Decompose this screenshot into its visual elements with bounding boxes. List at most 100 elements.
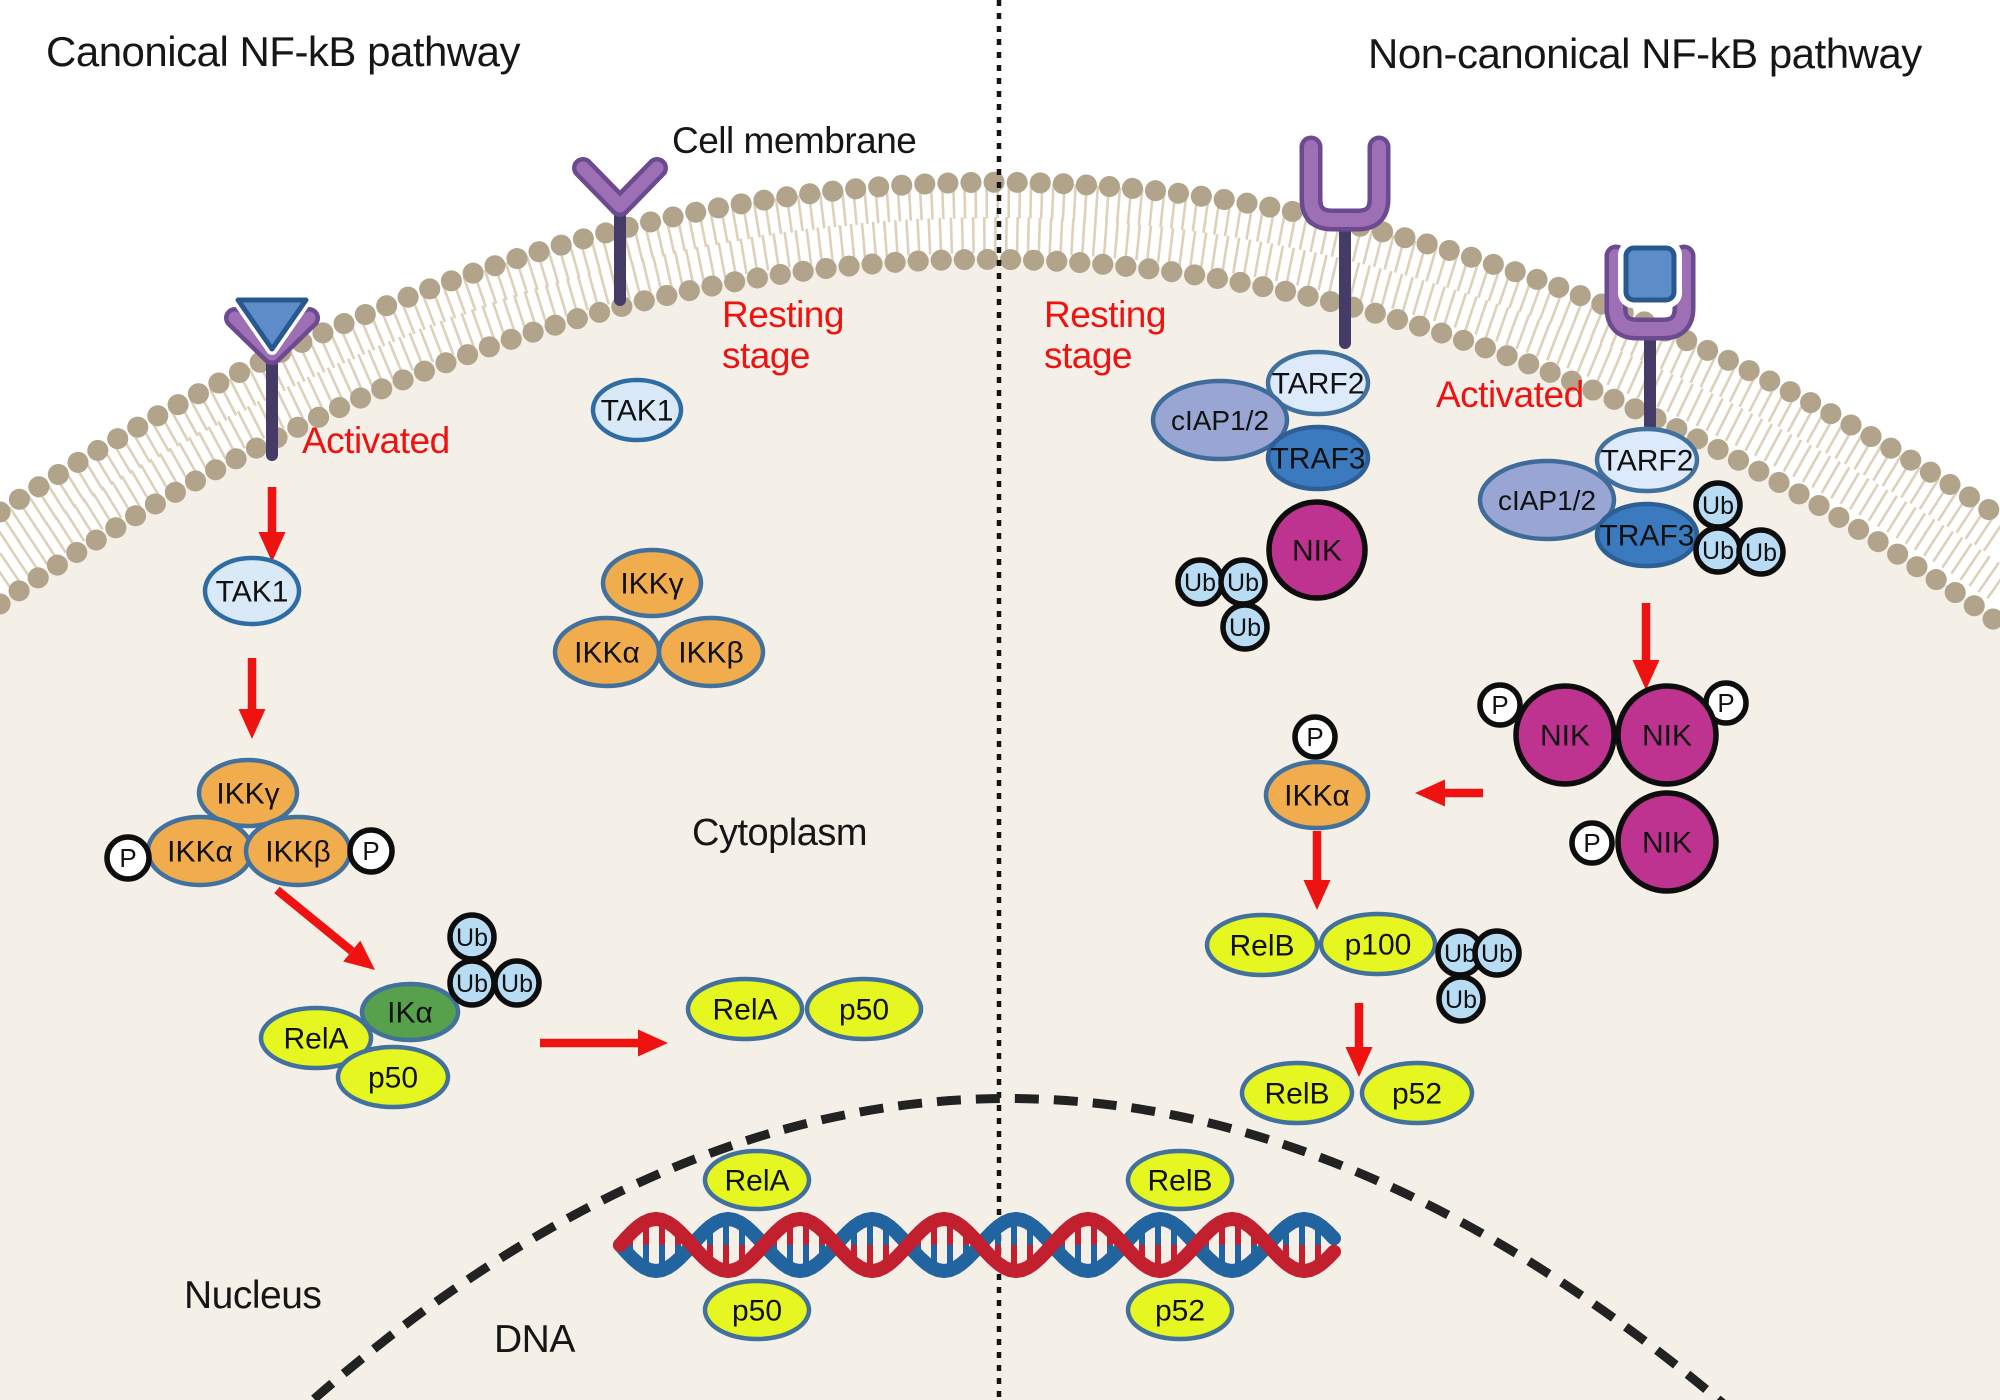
molecule-shape [359, 981, 461, 1043]
receptor-cup [1304, 140, 1386, 227]
molecule-shape [1263, 759, 1371, 831]
molecule-ub: Ub [447, 912, 497, 962]
arrow-head [1345, 1047, 1373, 1077]
molecule-p52: p52 [1125, 1278, 1235, 1342]
molecule-ub: Ub [447, 958, 497, 1008]
molecule-shape [1436, 974, 1486, 1024]
molecule-shape [685, 976, 805, 1042]
molecule-label: RelB [1229, 930, 1294, 963]
molecule-shape [702, 1148, 812, 1212]
molecule-ub: Ub [1436, 974, 1486, 1024]
cell-interior [0, 255, 2000, 1400]
molecule-nik: NIK [1266, 499, 1368, 601]
molecule-shape [656, 615, 766, 689]
molecule-shape [1513, 683, 1617, 787]
receptor-cup [1299, 135, 1391, 232]
molecule-label: TAK1 [601, 395, 674, 428]
molecule-label: Ub [1184, 569, 1216, 597]
signal-arrow [1345, 1003, 1373, 1077]
molecule-label: Ub [456, 924, 488, 952]
molecule-traf3: TRAF3 [1265, 424, 1371, 492]
molecule-label: p50 [368, 1062, 418, 1095]
molecule-label: NIK [1292, 535, 1342, 568]
molecule-shape [1220, 602, 1270, 652]
molecule-label: NIK [1642, 720, 1692, 753]
molecule-shape [104, 834, 152, 882]
receptor-resting-left [572, 157, 668, 306]
receptor-activated-right [1604, 240, 1696, 431]
molecule-shape [1318, 911, 1438, 977]
cytoplasm-label: Cytoplasm [692, 812, 868, 854]
molecule-p: P [1477, 682, 1523, 728]
molecule-shape [1239, 1060, 1355, 1126]
molecule-p52: p52 [1359, 1060, 1475, 1126]
molecule-label: NIK [1642, 827, 1692, 860]
molecule-shape [258, 1005, 374, 1071]
molecule-label: RelA [724, 1165, 789, 1198]
molecule-label: P [1306, 722, 1323, 752]
molecule-shape [1204, 912, 1320, 978]
molecule-rela: RelA [685, 976, 805, 1042]
molecule-ikk_alpha: IKKα [145, 814, 255, 888]
molecule-label: TRAF3 [1270, 443, 1365, 476]
molecule-shape [1359, 1060, 1475, 1126]
arrow-head [238, 709, 266, 739]
molecule-label: P [1717, 688, 1734, 718]
molecule-ciap12: cIAP1/2 [1150, 378, 1290, 462]
molecule-relb: RelB [1204, 912, 1320, 978]
molecule-ik_alpha: IKα [359, 981, 461, 1043]
signal-arrow [274, 886, 375, 970]
signal-arrow [238, 658, 266, 739]
molecule-label: p100 [1345, 929, 1412, 962]
non-canonical-title: Non-canonical NF-kB pathway [1368, 30, 1922, 77]
molecule-p: P [104, 834, 152, 882]
molecule-ub: Ub [1693, 525, 1743, 575]
molecule-label: TARF2 [1272, 368, 1365, 401]
dna-label: DNA [494, 1318, 575, 1361]
molecule-label: cIAP1/2 [1498, 485, 1596, 516]
molecule-tak1: TAK1 [590, 377, 684, 443]
molecule-label: TRAF3 [1599, 520, 1694, 553]
molecule-label: Ub [1227, 569, 1259, 597]
signal-arrow [1632, 603, 1660, 690]
molecule-label: Ub [1445, 986, 1477, 1014]
molecule-label: TARF2 [1601, 445, 1694, 478]
membrane-inner-heads [0, 249, 2000, 635]
activated-label-right: Activated [1436, 374, 1584, 415]
molecule-nik: NIK [1513, 683, 1617, 787]
molecule-relb: RelB [1239, 1060, 1355, 1126]
molecule-label: P [362, 836, 379, 866]
molecule-label: Ub [1229, 614, 1261, 642]
molecule-label: Ub [1702, 537, 1734, 565]
molecule-ub: Ub [1218, 557, 1268, 607]
molecule-rela: RelA [258, 1005, 374, 1071]
molecule-ikk_beta: IKKβ [656, 615, 766, 689]
molecule-label: NIK [1540, 720, 1590, 753]
ligand-square-icon [1623, 245, 1677, 303]
molecule-ikk_alpha: IKKα [1263, 759, 1371, 831]
molecule-label: IKKγ [216, 778, 279, 811]
molecule-ikk_alpha: IKKα [552, 615, 662, 689]
molecule-shape [1615, 683, 1719, 787]
molecule-ub: Ub [1175, 557, 1225, 607]
signal-arrow [1415, 779, 1483, 807]
arrow-head [638, 1029, 668, 1057]
molecule-shape [1594, 426, 1700, 494]
molecule-shape [1477, 682, 1523, 728]
cell-membrane-label: Cell membrane [672, 120, 917, 161]
molecule-tarf2: TARF2 [1594, 426, 1700, 494]
activated-label-left: Activated [302, 420, 450, 461]
nucleus-label: Nucleus [184, 1274, 322, 1317]
molecule-label: IKKα [167, 836, 233, 869]
molecule-shape [1477, 458, 1617, 542]
molecule-shape [1265, 349, 1371, 417]
molecule-shape [600, 547, 704, 619]
molecule-label: IKKβ [265, 836, 331, 869]
molecule-label: RelA [283, 1023, 348, 1056]
arrow-head [1632, 660, 1660, 690]
molecule-ub: Ub [1220, 602, 1270, 652]
molecule-shape [1472, 928, 1522, 978]
molecule-nik: NIK [1615, 790, 1719, 894]
